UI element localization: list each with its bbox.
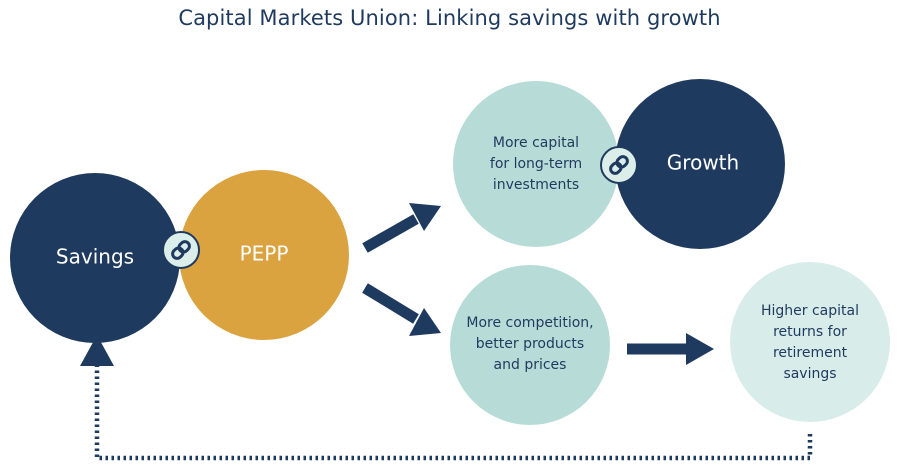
diagram-title: Capital Markets Union: Linking savings w… [178,6,721,30]
more-competition-line-1: More competition, [466,315,593,331]
arrow-icon [362,283,441,336]
savings-circle [10,173,180,343]
pepp-label: PEPP [240,242,289,266]
higher-returns-line-4: savings [783,366,836,382]
higher-returns-line-3: retirement [773,345,848,361]
more-competition-line-2: better products [476,336,584,352]
more-competition-circle [450,265,610,425]
higher-returns-line-1: Higher capital [761,303,859,319]
growth-circle [615,79,785,249]
link-icon [600,146,638,184]
pepp-circle [179,170,349,340]
more-capital-line-3: investments [493,177,579,193]
higher-returns-line-2: returns for [773,324,847,340]
growth-label: Growth [667,151,739,175]
more-competition-line-3: and prices [494,357,567,373]
more-capital-line-1: More capital [493,135,579,151]
more-capital-circle [453,81,619,247]
arrow-icon [627,333,714,365]
more-capital-line-2: for long-term [490,156,582,172]
arrow-icon [362,203,441,253]
arrow-icon [80,335,813,461]
higher-returns-circle [730,262,890,422]
link-icon [162,231,200,269]
savings-label: Savings [56,245,134,269]
